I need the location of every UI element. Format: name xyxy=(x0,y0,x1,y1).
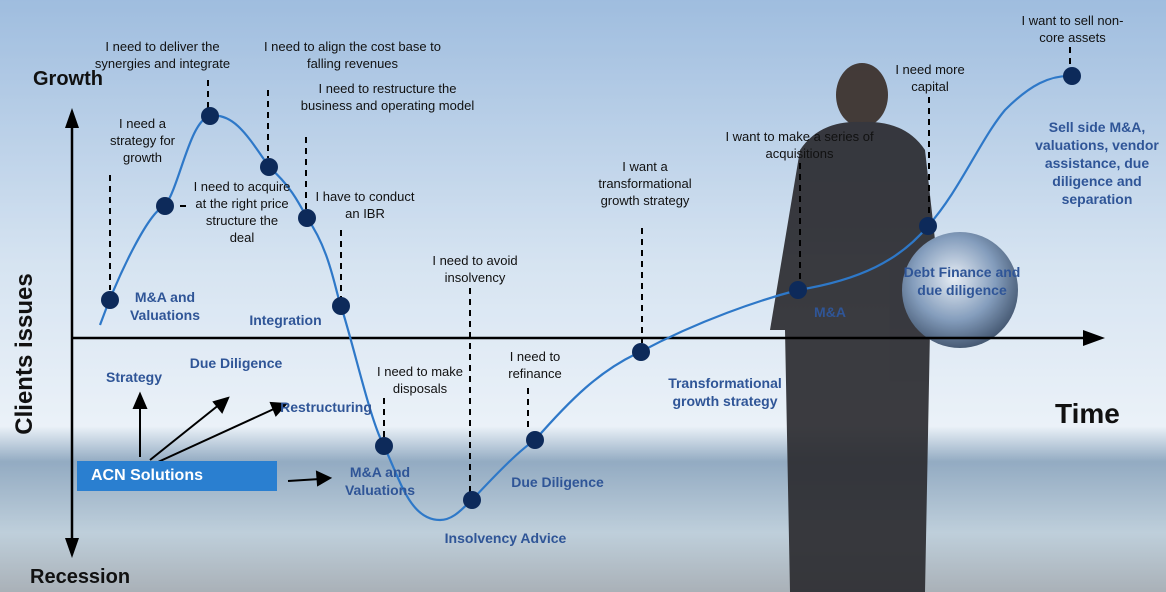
solution-label: M&A and Valuations xyxy=(129,289,201,323)
curve-dot xyxy=(919,217,937,235)
issue-label: I need to align the cost base to falling… xyxy=(263,39,442,71)
solution-label: M&A xyxy=(814,304,846,320)
curve-dot xyxy=(298,209,316,227)
issue-label: I need a strategy for growth xyxy=(109,116,176,165)
x-axis-title: Time xyxy=(1055,398,1120,429)
issue-label: I need to refinance xyxy=(508,349,562,381)
solution-label: Restructuring xyxy=(280,399,372,415)
solution-label: Due Diligence xyxy=(189,355,283,371)
curve-dot xyxy=(260,158,278,176)
curve-dot xyxy=(332,297,350,315)
issue-label: I want to make a series of acquisitions xyxy=(725,129,874,161)
solution-label: Debt Finance and due diligence xyxy=(903,264,1021,298)
issue-label: I need to avoid insolvency xyxy=(432,253,518,285)
solution-label: M&A and Valuations xyxy=(344,464,416,498)
issue-label: I want to sell non-core assets xyxy=(1021,13,1124,45)
solution-label: Insolvency Advice xyxy=(444,530,567,546)
issue-label: I need to restructure the business and o… xyxy=(300,81,475,113)
curve-dot xyxy=(201,107,219,125)
acn-solutions-box: ACN Solutions xyxy=(77,461,277,491)
solution-label: Transformational growth strategy xyxy=(668,375,782,409)
y-axis-arrow-up xyxy=(65,108,79,128)
curve-dot xyxy=(526,431,544,449)
solution-label: Sell side M&A, valuations, vendor assist… xyxy=(1035,119,1159,207)
issue-label: I have to conduct an IBR xyxy=(315,189,415,221)
man-silhouette xyxy=(770,63,1018,592)
curve-dot xyxy=(156,197,174,215)
solution-label: Integration xyxy=(249,312,322,328)
solution-label: Due Diligence xyxy=(511,474,604,490)
curve-dot xyxy=(1063,67,1081,85)
growth-label: Growth xyxy=(33,68,103,90)
x-axis-arrow xyxy=(1083,330,1105,346)
curve-dot xyxy=(375,437,393,455)
curve-dot xyxy=(632,343,650,361)
solution-label: Strategy xyxy=(105,369,163,385)
recession-label: Recession xyxy=(30,566,131,588)
issue-label: I need more capital xyxy=(895,62,965,94)
issue-label: I need to make disposals xyxy=(377,364,463,396)
y-axis-arrow-down xyxy=(65,538,79,558)
curve-dot xyxy=(789,281,807,299)
issue-label: I need to deliver the synergies and inte… xyxy=(94,39,231,71)
lifecycle-curve xyxy=(98,74,1073,522)
issue-label: I need to acquire at the right price str… xyxy=(193,179,291,245)
y-axis-title: Clients issues xyxy=(11,273,38,435)
curve-dot xyxy=(463,491,481,509)
curve-dot xyxy=(101,291,119,309)
issue-label: I want a transformational growth strateg… xyxy=(598,159,692,208)
